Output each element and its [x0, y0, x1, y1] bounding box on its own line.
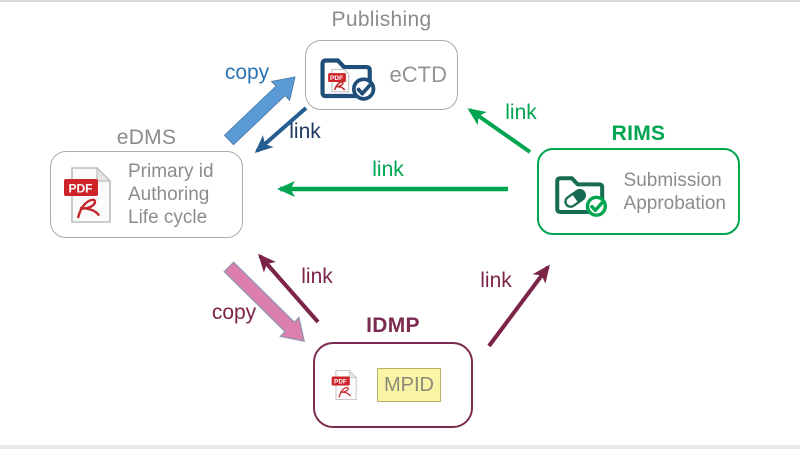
svg-text:PDF: PDF — [330, 75, 343, 82]
edge-label-copy-pink: copy — [211, 301, 257, 324]
folder-pdf-check-icon: PDF — [320, 58, 376, 101]
rims-node: Submission Approbation — [537, 148, 740, 235]
edge-label-link-green-diagonal: link — [505, 101, 537, 124]
pill-icon — [564, 188, 586, 208]
idmp-node: PDF MPID — [313, 342, 473, 428]
rims-line-2: Approbation — [623, 192, 726, 214]
copy-arrow-pink — [223, 261, 305, 342]
edge-label-link-green-horizontal: link — [372, 158, 404, 181]
edge-label-link-navy: link — [289, 120, 321, 143]
edms-title: eDMS — [116, 126, 177, 149]
folder-pill-check-icon — [555, 175, 607, 217]
copy-arrow-blue — [223, 76, 296, 146]
edge-label-link-maroon-right: link — [480, 269, 512, 292]
svg-text:PDF: PDF — [69, 181, 93, 195]
pdf-mini-icon: PDF — [328, 68, 350, 93]
link-arrow-maroon-upright — [487, 264, 550, 348]
edge-label-copy-blue: copy — [224, 61, 270, 84]
edge-label-link-maroon-left: link — [301, 265, 333, 288]
pdf-file-icon: PDF — [331, 369, 357, 400]
link-arrow-green-diagonal — [467, 108, 532, 154]
svg-text:PDF: PDF — [334, 379, 347, 386]
edms-line-2: Authoring — [128, 184, 210, 205]
rims-title: RIMS — [611, 122, 666, 145]
mpid-chip: MPID — [377, 368, 441, 402]
edms-line-3: Life cycle — [128, 207, 208, 228]
link-arrow-navy — [254, 106, 308, 153]
publishing-node-label: eCTD — [389, 62, 447, 87]
pdf-file-icon: PDF — [64, 166, 112, 223]
publishing-title: Publishing — [331, 8, 432, 31]
publishing-node: PDF eCTD — [305, 40, 458, 110]
bottom-divider — [0, 445, 800, 449]
edms-node: PDF Primary id Authoring Life cycle — [50, 151, 243, 238]
idmp-title: IDMP — [366, 314, 420, 337]
link-arrow-maroon-upleft — [258, 253, 320, 324]
edms-line-1: Primary id — [128, 161, 214, 182]
rims-line-1: Submission — [623, 169, 722, 191]
top-divider — [0, 0, 800, 2]
